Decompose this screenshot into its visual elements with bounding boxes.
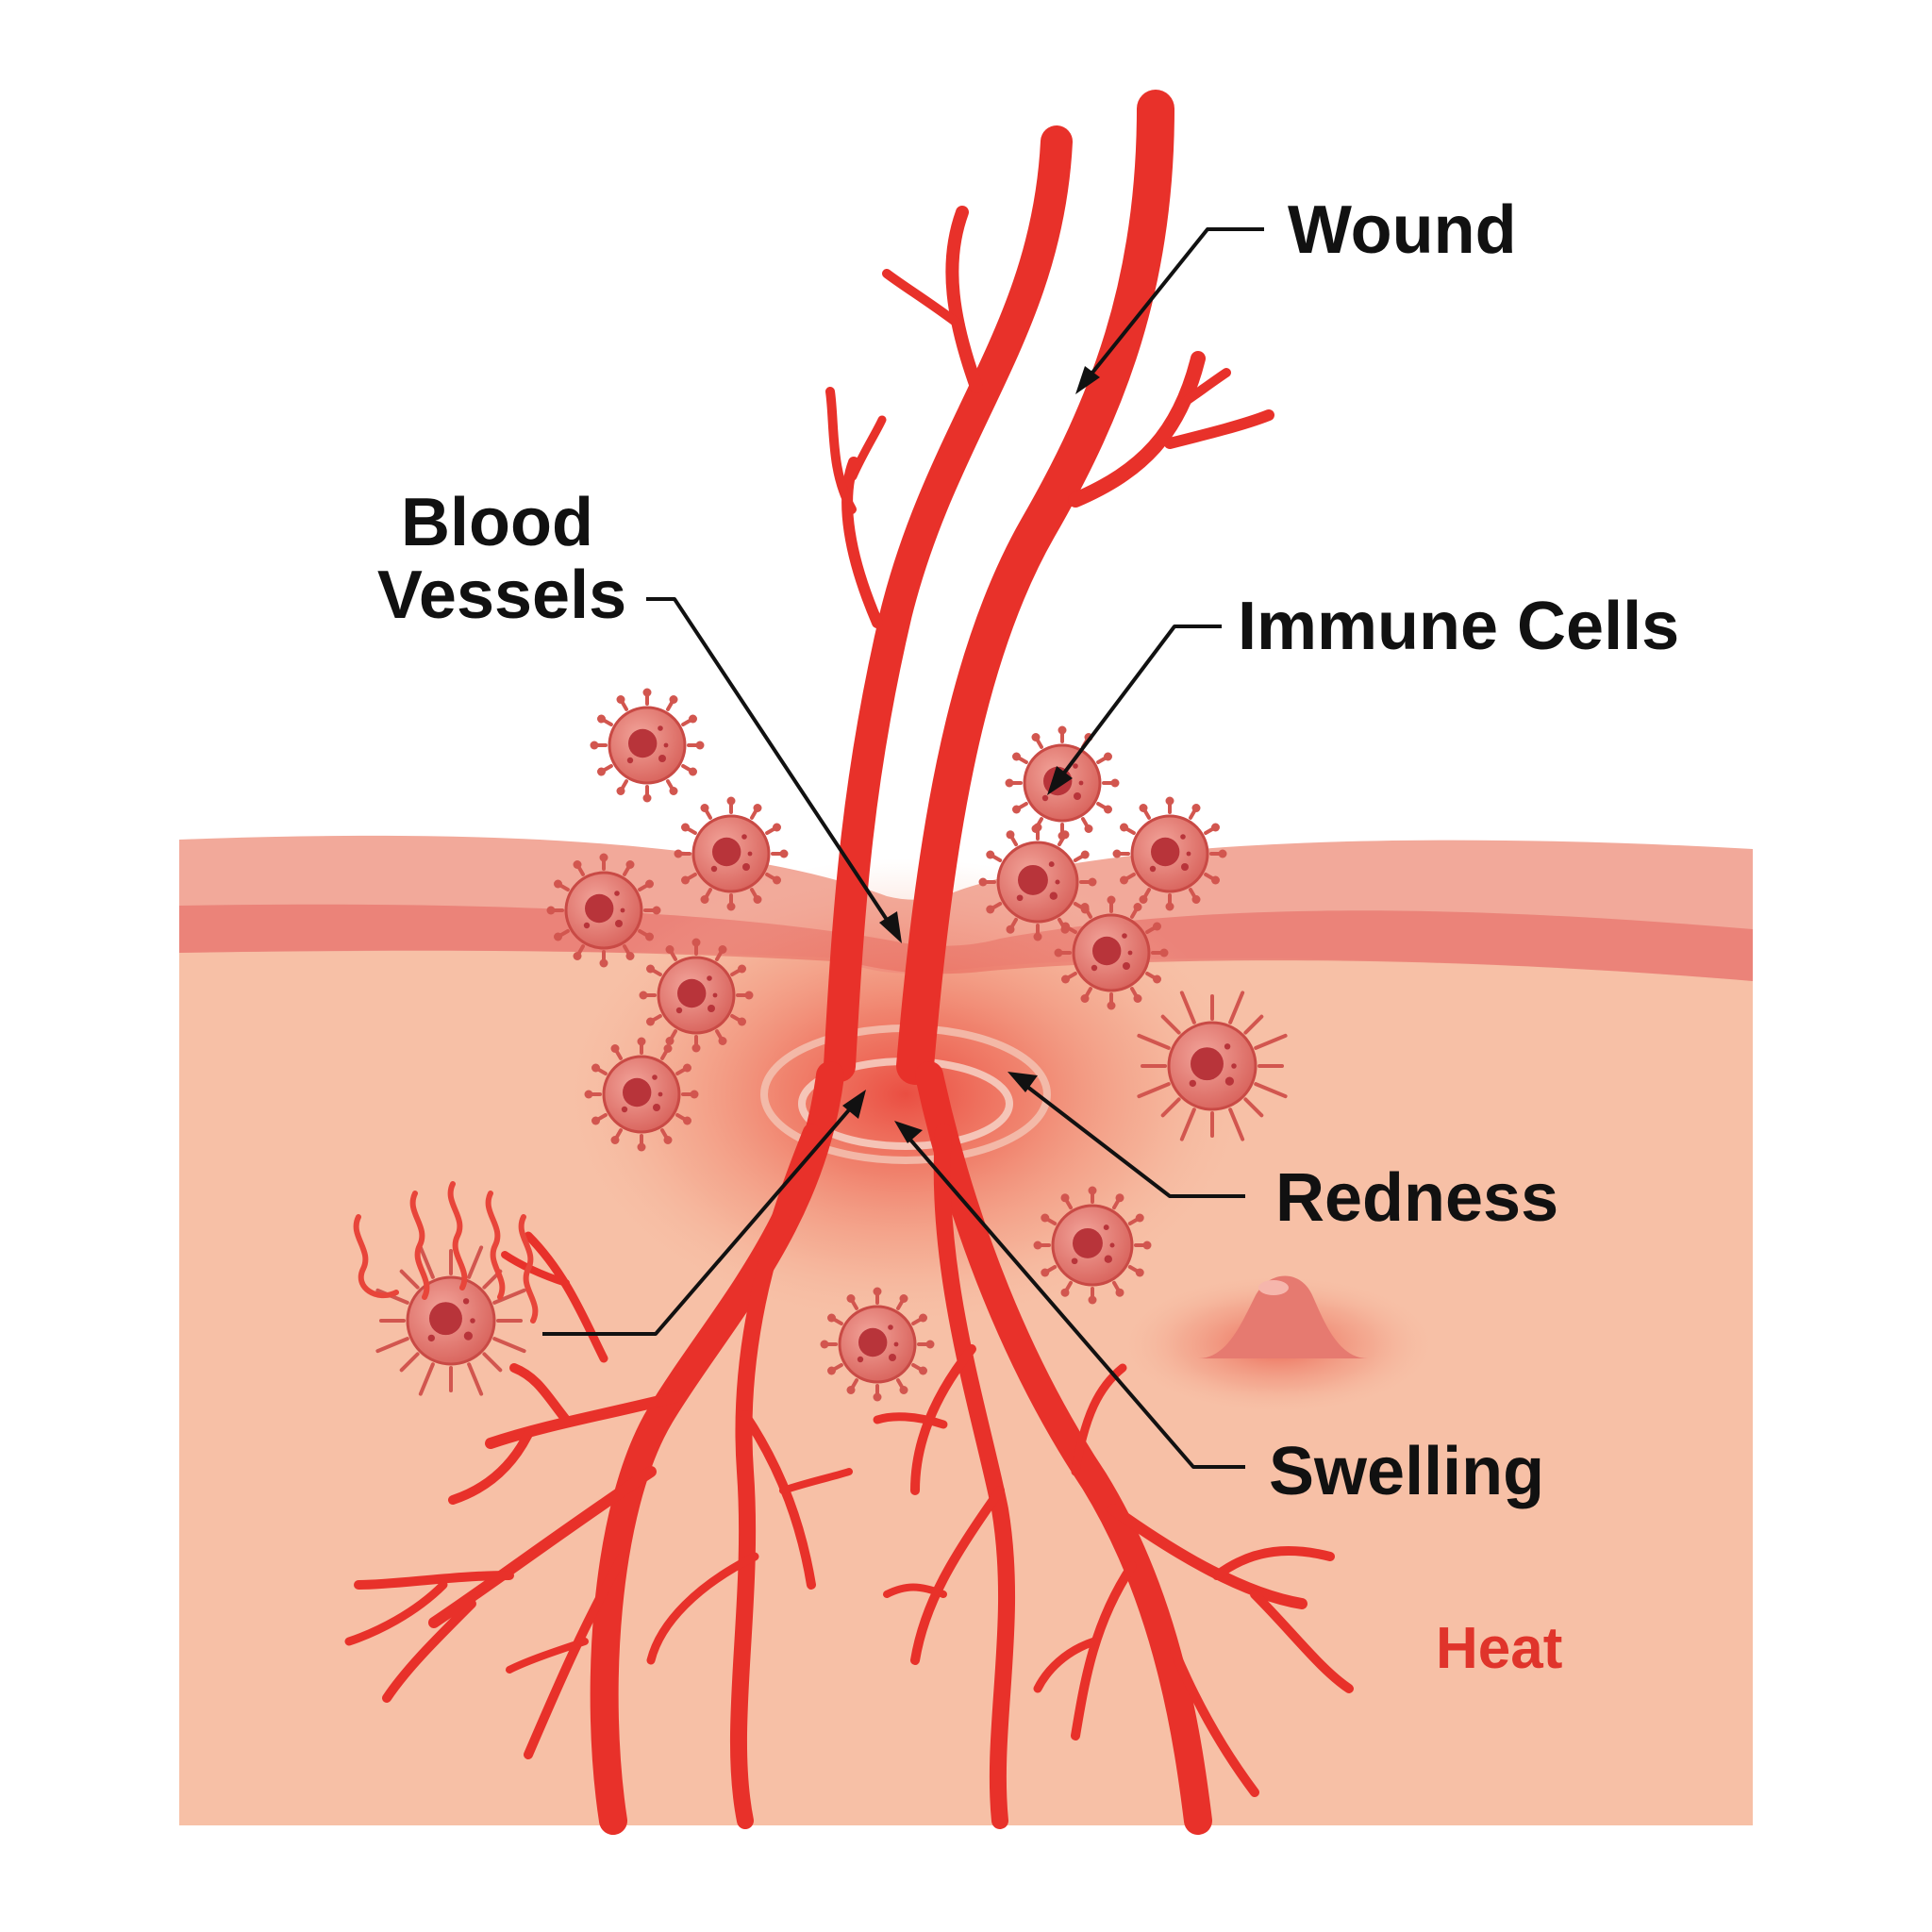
immune-cell-icon bbox=[674, 796, 789, 911]
swelling-arrowhead bbox=[894, 1121, 923, 1143]
heat-arrowhead bbox=[842, 1090, 866, 1119]
immune-cell-icon bbox=[1137, 991, 1288, 1141]
blood-vessels-leader bbox=[646, 597, 898, 936]
swelling-bump-icon bbox=[1118, 1274, 1439, 1415]
immune-cells bbox=[375, 688, 1288, 1402]
label-blood-vessels-line1: Blood bbox=[401, 485, 593, 560]
label-swelling: Swelling bbox=[1269, 1434, 1544, 1509]
redness-leader bbox=[1017, 1078, 1245, 1198]
immune-cell-icon bbox=[584, 1037, 699, 1152]
immune-cells-leader bbox=[1055, 625, 1222, 785]
heat-wave-icon bbox=[353, 1181, 539, 1324]
swelling-leader bbox=[902, 1130, 1245, 1469]
labels: Wound Blood Vessels Immune Cells Redness… bbox=[377, 192, 1679, 1681]
blood-vessels-arrowhead bbox=[879, 911, 902, 943]
immune-cell-icon bbox=[1033, 1186, 1152, 1305]
immune-cell-icon bbox=[639, 938, 754, 1053]
immune-cell-icon bbox=[375, 1245, 526, 1396]
vessel-left-trunk bbox=[824, 125, 1073, 1082]
label-blood-vessels-line2: Vessels bbox=[377, 558, 626, 633]
immune-cells-arrowhead bbox=[1047, 766, 1073, 795]
label-redness: Redness bbox=[1275, 1160, 1558, 1236]
blood-vessels bbox=[344, 90, 1354, 1835]
vessel-lower-right bbox=[915, 1061, 1212, 1835]
vessel-right-trunk bbox=[896, 90, 1174, 1085]
redness-arrowhead bbox=[1008, 1072, 1038, 1092]
immune-cell-icon bbox=[590, 688, 705, 803]
immune-cell-icon bbox=[546, 853, 661, 968]
leader-lines bbox=[542, 227, 1264, 1469]
immune-cell-icon bbox=[820, 1287, 935, 1402]
immune-cell-icon bbox=[1054, 895, 1169, 1010]
immune-cell-icon bbox=[978, 823, 1097, 941]
wound-arrowhead bbox=[1075, 366, 1100, 394]
immune-cell-icon bbox=[1112, 796, 1227, 911]
label-immune-cells: Immune Cells bbox=[1238, 589, 1679, 664]
label-heat: Heat bbox=[1436, 1616, 1562, 1681]
label-wound: Wound bbox=[1288, 192, 1517, 268]
wound-leader bbox=[1083, 227, 1264, 384]
heat-leader bbox=[542, 1097, 860, 1336]
